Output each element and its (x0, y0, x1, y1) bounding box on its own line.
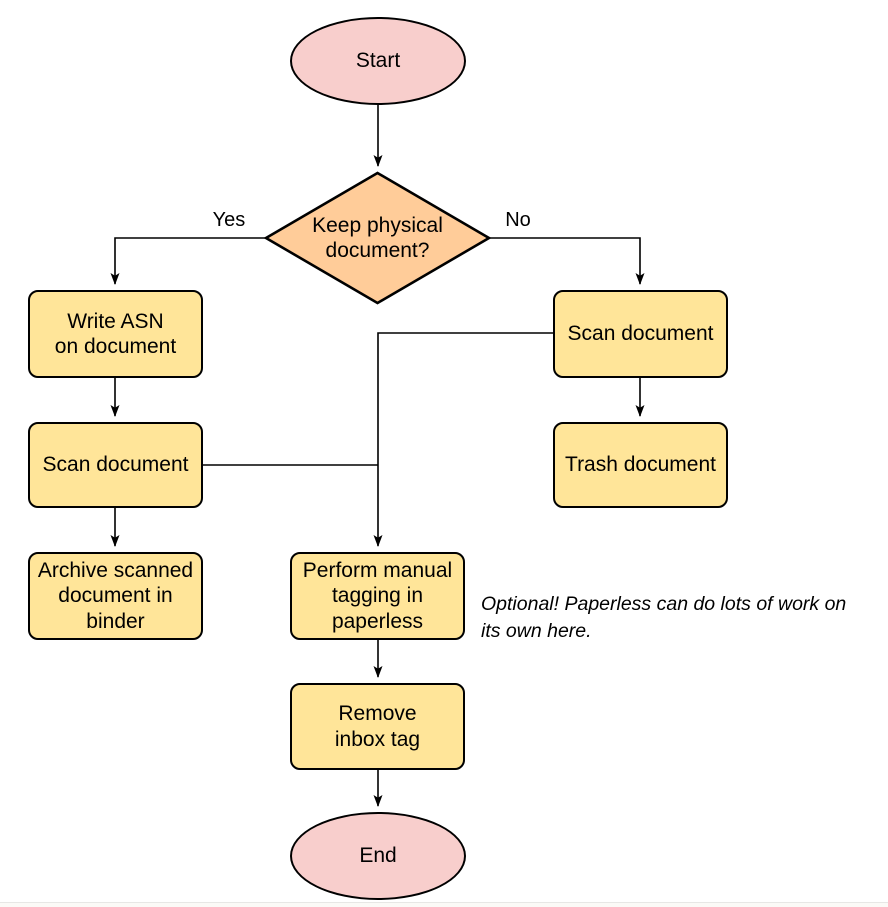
decision-diamond-shape (263, 171, 492, 305)
yes-edge-label: Yes (212, 209, 246, 231)
archive-binder-node: Archive scanned document in binder (28, 552, 203, 640)
canvas-bottom-strip (0, 903, 888, 907)
decision-node-label: Keep physical document? (312, 213, 443, 262)
manual-tagging-node: Perform manual tagging in paperless (290, 552, 465, 640)
scan-document-left-node: Scan document (28, 422, 203, 508)
edge-scanright-tagging (373, 332, 553, 547)
no-edge-label: No (505, 209, 531, 231)
optional-annotation: Optional! Paperless can do lots of work … (481, 593, 847, 642)
write-asn-node: Write ASN on document (28, 290, 203, 378)
canvas-bottom-edge (0, 902, 888, 903)
start-node: Start (290, 17, 466, 105)
scan-document-right-node: Scan document (553, 290, 728, 378)
edge-no (490, 237, 645, 285)
trash-document-node: Trash document (553, 422, 728, 508)
edge-yes (110, 237, 265, 285)
end-node: End (290, 812, 466, 900)
remove-inbox-tag-node: Remove inbox tag (290, 683, 465, 770)
